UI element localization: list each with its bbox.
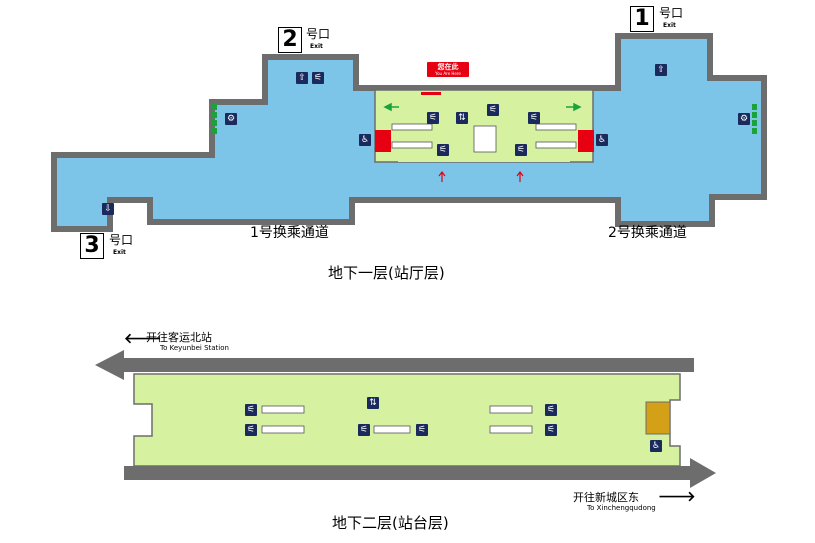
exit-arrow-icon: ⇩ — [102, 203, 114, 215]
escalator — [261, 405, 305, 414]
escalator-icon: ⚟ — [528, 112, 540, 124]
stairs — [373, 425, 411, 434]
direction-right-cn: 开往新城区东 — [573, 491, 639, 504]
platform-level — [95, 350, 716, 488]
escalator-icon: ⚟ — [358, 424, 370, 436]
track-left-arrow — [95, 350, 694, 380]
you-are-here-en: You Are Here — [435, 71, 461, 76]
transfer-passage-2: 2号换乘通道 — [608, 225, 687, 241]
escalator — [535, 141, 577, 149]
concourse-hall — [51, 33, 767, 232]
ticket-machine-icon: ⚙ — [225, 113, 237, 125]
escalator-icon: ⚟ — [427, 112, 439, 124]
escalator — [391, 141, 433, 149]
exit-2-en: Exit — [310, 43, 323, 50]
exit-3-label: 号口 — [109, 233, 134, 247]
escalator — [391, 123, 433, 131]
arrow-left-icon: 🡐 — [124, 331, 162, 347]
direction-left-cn: 开往客运北站 — [146, 331, 212, 344]
toilet-icon: ♿ — [359, 134, 371, 146]
escalator — [489, 425, 533, 434]
exit-2-label: 号口 — [306, 27, 331, 41]
escalator-icon: ⚟ — [437, 144, 449, 156]
exit-1-label: 号口 — [659, 6, 684, 20]
elevator-icon: ⇅ — [367, 397, 379, 409]
escalator-icon: ⚟ — [312, 72, 324, 84]
stairs — [473, 125, 497, 153]
exit-1-number: 1 — [630, 6, 654, 32]
escalator — [261, 425, 305, 434]
exit-3-number: 3 — [80, 233, 104, 259]
ticket-machine-icon: ⚙ — [738, 113, 750, 125]
escalator — [489, 405, 533, 414]
exit-3-en: Exit — [113, 249, 126, 256]
direction-left-en: To Keyunbei Station — [160, 344, 229, 352]
track-right-arrow — [124, 458, 716, 488]
exit-1-en: Exit — [663, 22, 676, 29]
escalator-icon: ⚟ — [245, 424, 257, 436]
arrow-right-icon: 🡒 — [658, 489, 696, 505]
platform-area — [133, 373, 681, 467]
exit-2-number: 2 — [278, 27, 302, 53]
escalator — [535, 123, 577, 131]
fare-gate-left — [375, 130, 391, 152]
escalator-icon: ⚟ — [545, 404, 557, 416]
direction-right-en: To Xinchengqudong — [587, 504, 656, 512]
you-are-here-cn: 您在此 — [437, 63, 459, 71]
platform-title: 地下二层(站台层) — [332, 514, 449, 532]
elevator-box — [645, 401, 671, 435]
toilet-icon: ♿ — [650, 440, 662, 452]
escalator-icon: ⚟ — [545, 424, 557, 436]
exit-arrow-icon: ⇧ — [296, 72, 308, 84]
fare-gate-right — [578, 130, 594, 152]
toilet-icon: ♿ — [596, 134, 608, 146]
concourse-title: 地下一层(站厅层) — [328, 264, 445, 282]
elevator-icon: ⇅ — [456, 112, 468, 124]
transfer-passage-1: 1号换乘通道 — [250, 225, 329, 241]
escalator-icon: ⚟ — [416, 424, 428, 436]
exit-arrow-icon: ⇧ — [655, 64, 667, 76]
escalator-icon: ⚟ — [515, 144, 527, 156]
escalator-icon: ⚟ — [245, 404, 257, 416]
escalator-icon: ⚟ — [487, 104, 499, 116]
